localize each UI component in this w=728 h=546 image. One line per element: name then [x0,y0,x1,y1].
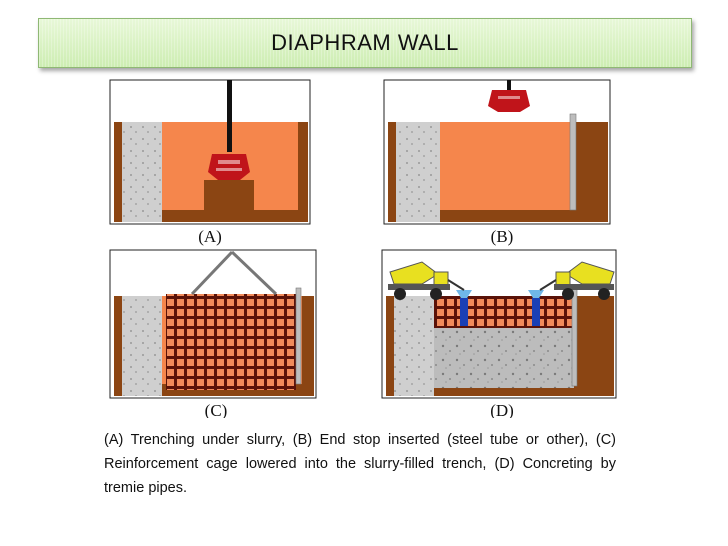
diaphragm-wall-diagram: (A) (B) (C) [109,79,617,418]
panel-a-clamshell-grab-icon [208,154,250,180]
panel-d-reinforcement-cage [434,296,574,328]
slide-title: DIAPHRAM WALL [271,30,459,55]
panel-d-tremie-pipe-left-icon [456,290,472,326]
panel-c-lifting-slings [190,250,278,296]
panel-b-end-stop-tube [569,113,577,211]
panel-c-label: (C) [205,401,228,418]
panel-a-label: (A) [198,227,222,246]
panel-b-slurry [440,122,570,210]
panel-d-concrete-truck-left-icon [388,261,465,300]
figure-caption: (A) Trenching under slurry, (B) End stop… [104,432,616,496]
title-bar: DIAPHRAM WALL [38,18,692,68]
panel-a-existing-wall [122,122,162,222]
panel-d-tremie-pipe-right-icon [528,290,544,326]
panel-a-trench-base [204,180,254,210]
panel-c-end-stop-tube [295,287,302,385]
panel-c-reinforcement-cage [166,294,296,390]
panel-b-clamshell-grab-icon [488,80,530,112]
panel-d-existing-wall [394,296,434,396]
panel-d-concrete-truck-right-icon [539,261,615,300]
panel-d-concrete [434,328,574,388]
panel-b-existing-wall [396,122,440,222]
panel-b-label: (B) [491,227,514,246]
panel-c-existing-wall [122,296,162,396]
panel-a: (A) [109,79,311,246]
panel-c: (C) [109,249,317,418]
panel-d-label: (D) [490,401,514,418]
panel-d: (D) [381,249,617,418]
panel-d-end-stop-tube [571,285,578,387]
panel-b: (B) [383,79,611,246]
panel-a-cable [227,80,232,152]
